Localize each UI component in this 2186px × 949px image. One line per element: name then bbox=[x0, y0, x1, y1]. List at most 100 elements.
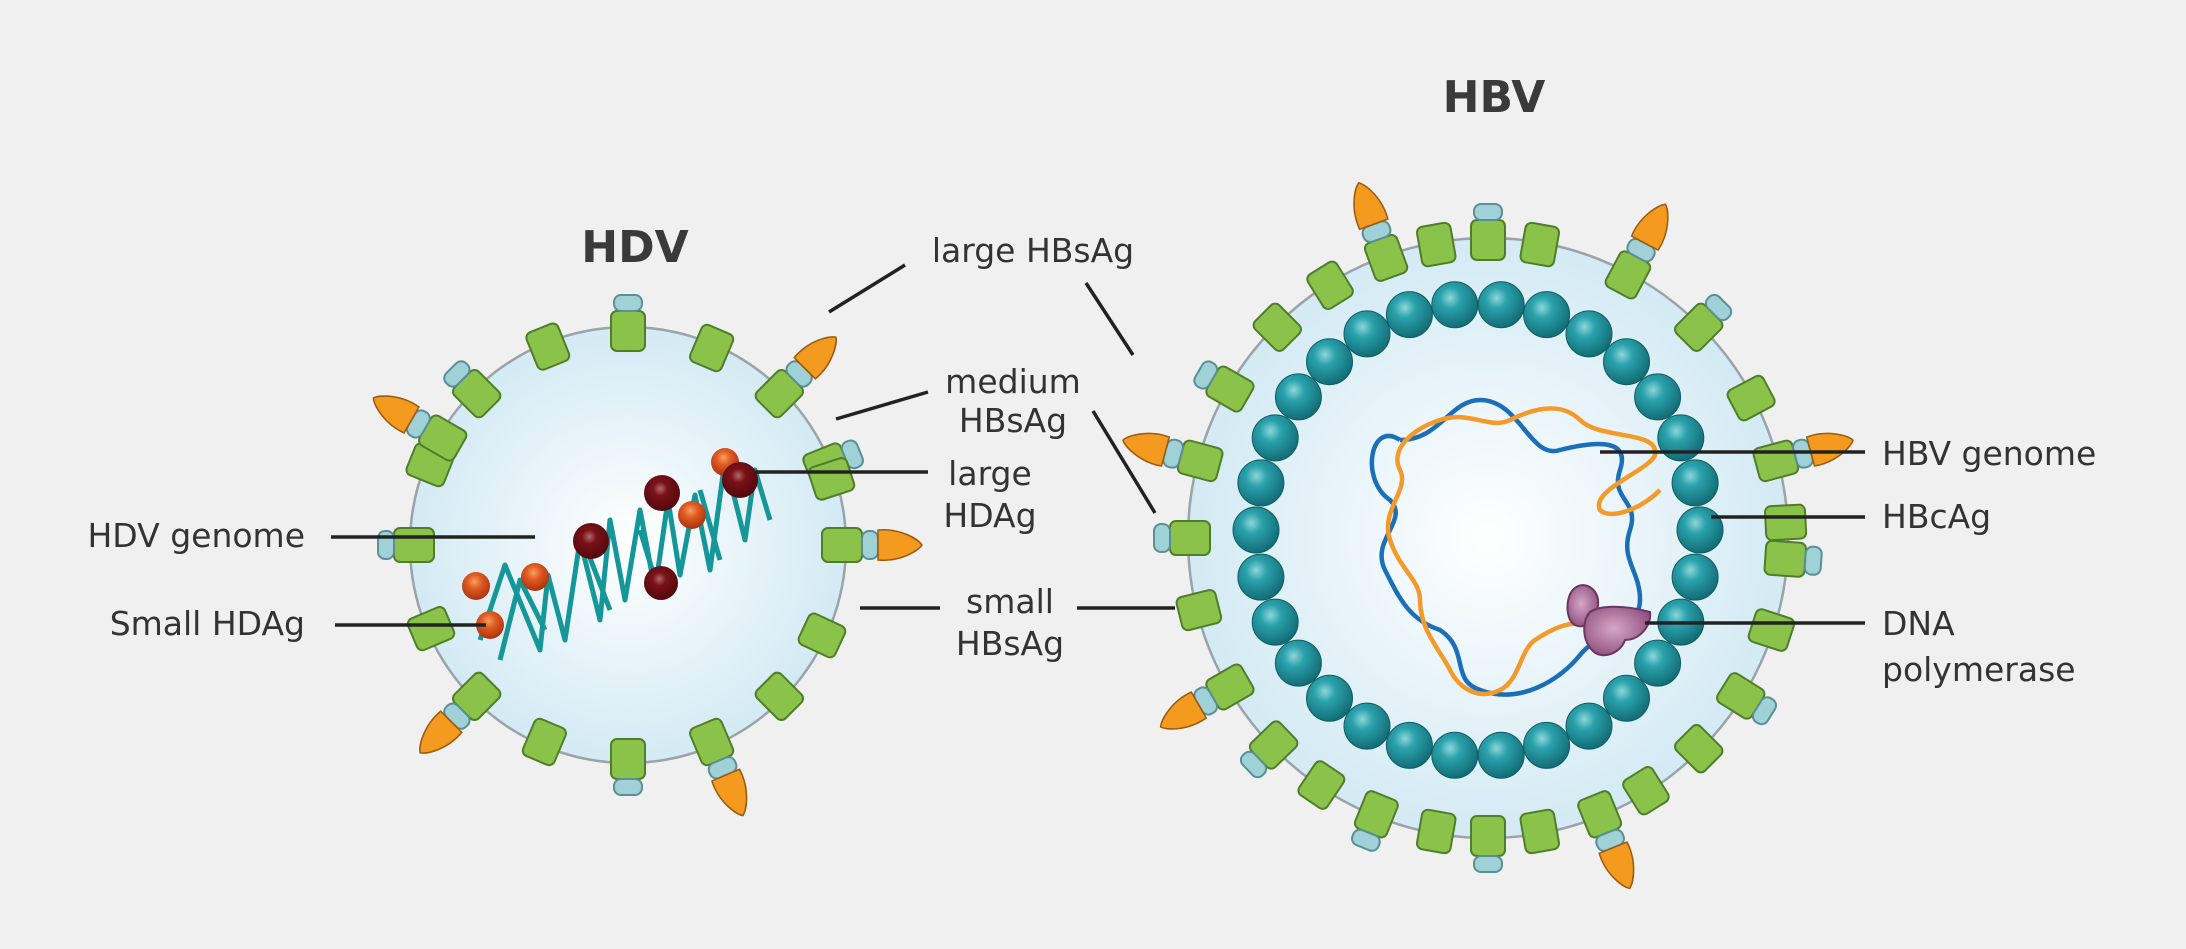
small-hbsag-protein bbox=[1297, 760, 1346, 810]
hbcag-subunit bbox=[1603, 674, 1650, 722]
small-hbsag-protein bbox=[1306, 260, 1354, 310]
medium-hbsag-protein bbox=[1153, 520, 1211, 556]
medium-hbsag-protein bbox=[1193, 360, 1255, 413]
label-large-hdag-line2: HDAg bbox=[943, 496, 1036, 535]
label-hbv-genome: HBV genome bbox=[1882, 434, 2096, 473]
large-hdag-particle bbox=[644, 566, 678, 600]
label-small-hbsag-line2: HBsAg bbox=[956, 624, 1064, 663]
medium-hbsag-protein bbox=[377, 527, 435, 563]
hbcag-subunit bbox=[1634, 639, 1682, 687]
hbcag-subunit bbox=[1385, 721, 1433, 769]
medium-hbsag-protein bbox=[1239, 720, 1299, 779]
small-hbsag-protein bbox=[1252, 302, 1302, 352]
hbcag-subunit bbox=[1676, 506, 1724, 554]
large-hbsag-protein bbox=[1122, 432, 1224, 483]
medium-hbsag-protein bbox=[443, 360, 502, 419]
large-hbsag-protein bbox=[1604, 203, 1669, 300]
hbcag-subunit bbox=[1232, 506, 1280, 554]
hbcag-subunit bbox=[1274, 373, 1322, 421]
hbcag-subunit bbox=[1603, 338, 1650, 386]
label-large-hbsag: large HBsAg bbox=[932, 231, 1134, 270]
hbcag-subunit bbox=[1431, 281, 1479, 329]
leader-medium-hbsag-hdv bbox=[835, 390, 929, 421]
small-hdag-particle bbox=[521, 563, 549, 591]
hbcag-subunit bbox=[1477, 731, 1525, 779]
large-hbsag-protein bbox=[419, 671, 502, 754]
hbcag-subunit bbox=[1385, 291, 1433, 339]
large-hbsag-protein bbox=[689, 717, 748, 817]
small-hbsag-protein bbox=[1726, 374, 1776, 422]
label-large-hdag-line1: large bbox=[948, 454, 1032, 493]
small-hbsag-protein bbox=[754, 671, 804, 721]
hbcag-capsid bbox=[1232, 281, 1724, 779]
medium-hbsag-protein bbox=[1763, 539, 1823, 578]
labels: large HBsAg medium HBsAg large HDAg smal… bbox=[87, 231, 2096, 689]
hbcag-subunit bbox=[1237, 553, 1285, 601]
small-hbsag-protein bbox=[1519, 221, 1561, 268]
hbv-particle: HBV bbox=[1122, 72, 1854, 890]
hbcag-subunit bbox=[1634, 373, 1682, 421]
medium-hbsag-protein bbox=[1716, 672, 1778, 726]
large-hdag-particle bbox=[644, 475, 680, 511]
label-dna-polymerase-line2: polymerase bbox=[1882, 650, 2076, 689]
hbcag-subunit bbox=[1251, 598, 1299, 646]
small-hdag-particle bbox=[462, 572, 490, 600]
small-hbsag-protein bbox=[406, 606, 456, 652]
small-hbsag-protein bbox=[1415, 221, 1457, 268]
hbcag-subunit bbox=[1251, 414, 1299, 462]
hbcag-subunit bbox=[1523, 721, 1571, 769]
small-hdag-particle bbox=[678, 501, 706, 529]
large-hdag-particle bbox=[722, 462, 758, 498]
dna-polymerase-shape bbox=[1566, 584, 1652, 657]
small-hbsag-protein bbox=[525, 322, 571, 371]
hbcag-subunit bbox=[1237, 459, 1285, 507]
large-hbsag-protein bbox=[1577, 790, 1635, 890]
hbcag-subunit bbox=[1565, 702, 1613, 750]
hbcag-subunit bbox=[1565, 310, 1613, 358]
leader-large-hbsag-hbv bbox=[1084, 282, 1135, 356]
hbv-title: HBV bbox=[1443, 72, 1546, 123]
leader-large-hbsag-hdv bbox=[828, 263, 906, 314]
hbv-surface-antigens bbox=[1122, 181, 1854, 890]
hdv-title: HDV bbox=[581, 222, 688, 273]
small-hbsag-protein bbox=[1674, 724, 1724, 774]
small-hbsag-protein bbox=[1622, 766, 1670, 816]
medium-hbsag-protein bbox=[1470, 203, 1506, 261]
label-medium-hbsag-line2: HBsAg bbox=[959, 401, 1067, 440]
hdv-genome-strand-back bbox=[497, 489, 723, 661]
large-hdag-particle bbox=[573, 523, 609, 559]
medium-hbsag-protein bbox=[1674, 293, 1733, 352]
small-hbsag-protein bbox=[1519, 808, 1561, 855]
hdv-surface-antigens bbox=[372, 294, 923, 817]
label-hbcag: HBcAg bbox=[1882, 497, 1991, 536]
hdv-particle: HDV bbox=[372, 222, 923, 817]
leader-medium-hbsag-hbv bbox=[1091, 410, 1157, 514]
hbcag-subunit bbox=[1523, 291, 1571, 339]
hbcag-subunit bbox=[1306, 338, 1353, 386]
hbcag-subunit bbox=[1477, 281, 1525, 329]
small-hbsag-protein bbox=[1764, 503, 1808, 542]
hbcag-subunit bbox=[1343, 310, 1391, 358]
small-hbsag-protein bbox=[689, 323, 735, 373]
label-small-hbsag-line1: small bbox=[966, 582, 1054, 621]
hbcag-subunit bbox=[1657, 414, 1705, 462]
medium-hbsag-protein bbox=[610, 738, 646, 796]
small-hbsag-protein bbox=[1415, 808, 1457, 855]
large-hbsag-protein bbox=[372, 395, 468, 462]
large-hbsag-protein bbox=[1159, 663, 1255, 730]
medium-hbsag-protein bbox=[610, 294, 646, 352]
hbcag-subunit bbox=[1671, 459, 1719, 507]
small-hbsag-protein bbox=[797, 612, 847, 659]
label-dna-polymerase-line1: DNA bbox=[1882, 604, 1955, 643]
hbcag-subunit bbox=[1343, 702, 1391, 750]
hbcag-subunit bbox=[1306, 674, 1353, 722]
small-hdag-particle bbox=[476, 611, 504, 639]
medium-hbsag-protein bbox=[1470, 815, 1506, 873]
hbcag-subunit bbox=[1274, 639, 1322, 687]
hbcag-subunit bbox=[1671, 553, 1719, 601]
large-hbsag-protein bbox=[754, 336, 837, 419]
label-hdv-genome: HDV genome bbox=[87, 516, 305, 555]
label-medium-hbsag-line1: medium bbox=[945, 362, 1081, 401]
small-hbsag-protein bbox=[521, 717, 567, 767]
